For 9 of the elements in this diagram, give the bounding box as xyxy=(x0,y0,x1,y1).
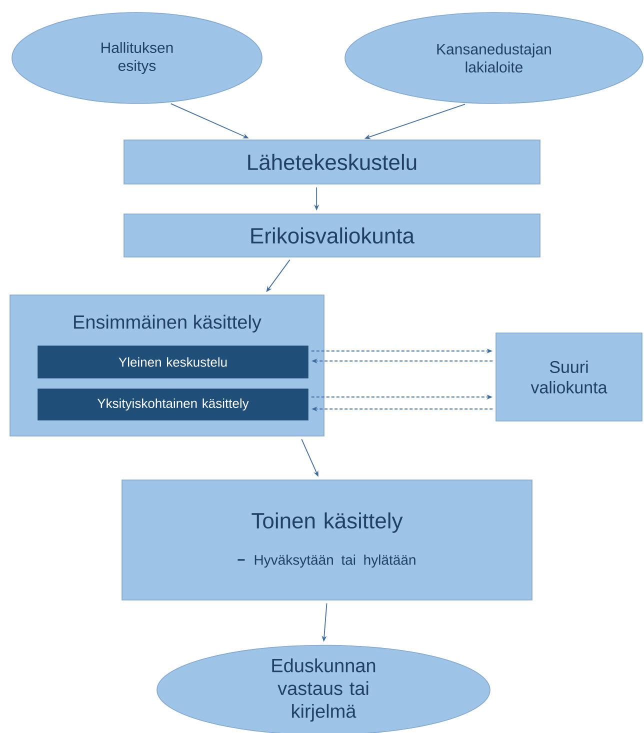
oval-node: Eduskunnan vastaus tai kirjelmä xyxy=(156,644,490,733)
sub-step-box: Yleinen keskustelu xyxy=(38,346,308,378)
process-box: Erikoisvaliokunta xyxy=(124,214,540,258)
oval-node: Hallituksen esitys xyxy=(12,12,262,104)
sub-step-box: Yksityiskohtainen käsittely xyxy=(38,388,308,420)
oval-node: Kansanedustajan lakialoite xyxy=(344,12,644,104)
process-box: Lähetekeskustelu xyxy=(124,140,540,184)
process-box: Suuri valiokunta xyxy=(496,332,642,422)
process-box: Toinen käsittely Hyväksytään tai hylätään xyxy=(122,480,532,600)
